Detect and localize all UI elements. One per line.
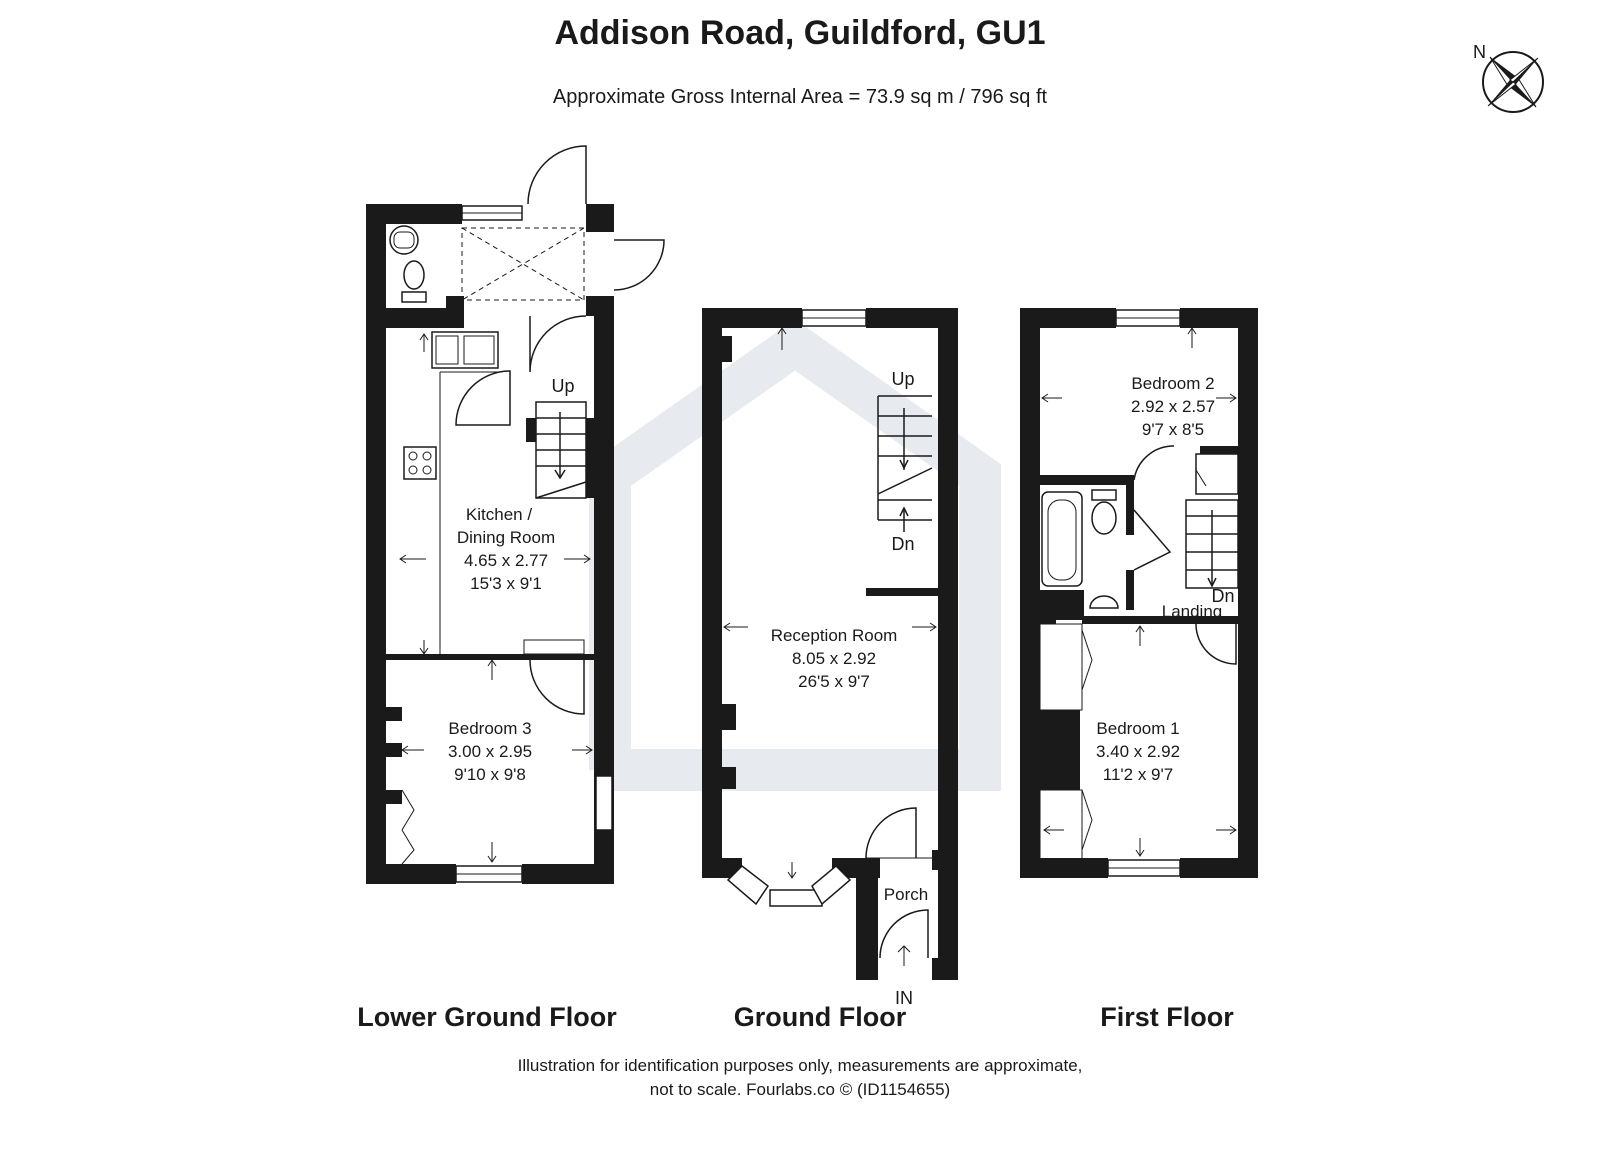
reception-imperial: 26'5 x 9'7 xyxy=(798,672,870,691)
lower-ground-walls xyxy=(366,204,614,884)
entrance-label: IN xyxy=(895,988,913,1008)
ground-floor-plan xyxy=(702,308,958,980)
floor-label-ground: Ground Floor xyxy=(733,1002,907,1032)
reception-name: Reception Room xyxy=(771,626,898,645)
bedroom3-imperial: 9'10 x 9'8 xyxy=(454,765,526,784)
reception-metric: 8.05 x 2.92 xyxy=(792,649,876,668)
ground-stairs-up-label: Up xyxy=(891,369,914,389)
porch-name: Porch xyxy=(884,885,928,904)
disclaimer-line1: Illustration for identification purposes… xyxy=(517,1056,1083,1075)
compass-icon xyxy=(1482,51,1544,113)
first-floor-stairs xyxy=(1185,499,1239,589)
bedroom2-metric: 2.92 x 2.57 xyxy=(1131,397,1215,416)
gross-area-text: Approximate Gross Internal Area = 73.9 s… xyxy=(552,86,1048,108)
bay-window xyxy=(726,864,852,907)
floor-label-first: First Floor xyxy=(1100,1002,1234,1032)
bedroom2-imperial: 9'7 x 8'5 xyxy=(1142,420,1204,439)
ground-stairs xyxy=(877,395,933,532)
landing-name: Landing xyxy=(1162,602,1223,621)
bedroom1-name: Bedroom 1 xyxy=(1096,719,1179,738)
first-floor-walls xyxy=(1020,308,1258,878)
first-floor-dimension-markers xyxy=(1041,327,1237,857)
disclaimer: Illustration for identification purposes… xyxy=(0,1054,1600,1102)
bedroom3-name: Bedroom 3 xyxy=(448,719,531,738)
room-labels: Up Kitchen / Dining Room 4.65 x 2.77 15'… xyxy=(448,369,1235,1008)
ground-walls xyxy=(702,308,958,980)
ground-stairs-dn-label: Dn xyxy=(891,534,914,554)
plan-title: Addison Road, Guildford, GU1 xyxy=(554,14,1046,52)
kitchen-name-line1: Kitchen / xyxy=(466,505,532,524)
disclaimer-line2: not to scale. Fourlabs.co © (ID1154655) xyxy=(649,1080,951,1099)
bedroom3-metric: 3.00 x 2.95 xyxy=(448,742,532,761)
ground-dimension-markers xyxy=(723,327,937,966)
lower-stairs xyxy=(535,401,587,499)
bedroom1-metric: 3.40 x 2.92 xyxy=(1096,742,1180,761)
watermark-logo xyxy=(589,319,1001,791)
bedroom1-imperial: 11'2 x 9'7 xyxy=(1103,765,1173,784)
kitchen-name-line2: Dining Room xyxy=(457,528,555,547)
floor-label-lower-ground: Lower Ground Floor xyxy=(357,1002,617,1032)
compass-north-label: N xyxy=(1473,42,1486,62)
kitchen-metric: 4.65 x 2.77 xyxy=(464,551,548,570)
lower-ground-floor-plan xyxy=(366,145,665,884)
bedroom2-name: Bedroom 2 xyxy=(1131,374,1214,393)
kitchen-imperial: 15'3 x 9'1 xyxy=(470,574,542,593)
first-stairs-dn-label: Dn xyxy=(1211,586,1234,606)
lower-stairs-up-label: Up xyxy=(551,376,574,396)
lower-dimension-markers xyxy=(399,333,593,863)
first-floor-plan xyxy=(1020,308,1258,878)
